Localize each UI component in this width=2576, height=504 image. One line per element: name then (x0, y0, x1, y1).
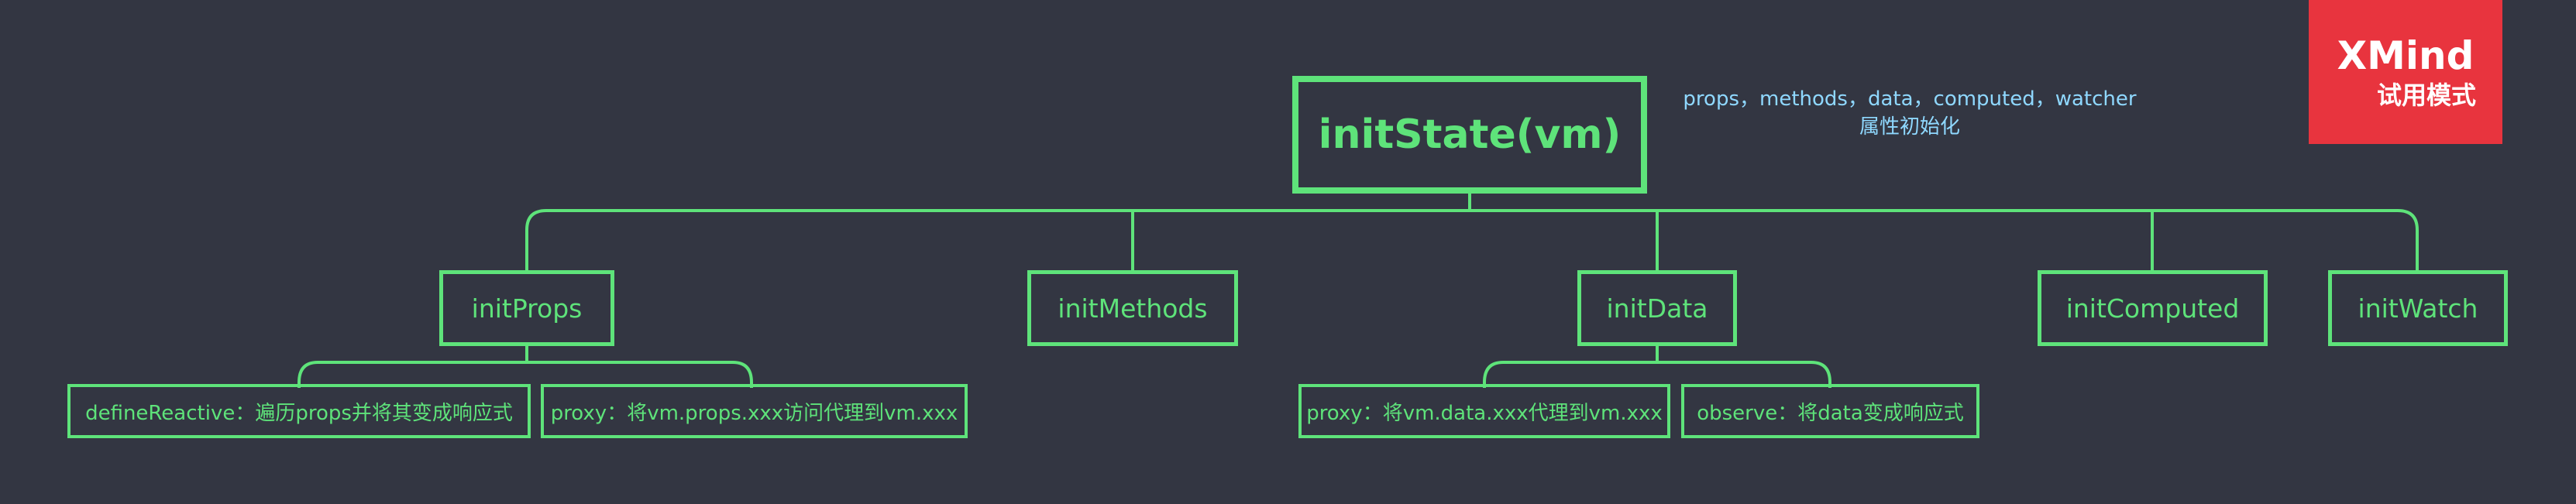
root-node-label: initState(vm) (1318, 111, 1622, 158)
xmind-trial-watermark: XMind 试用模式 (2309, 0, 2502, 144)
branch-node-initcomputed[interactable]: initComputed (2038, 270, 2268, 346)
root-note-line-2: 属性初始化 (1859, 115, 1960, 139)
branch-label: initMethods (1058, 293, 1208, 324)
leaf-label: observe：将data变成响应式 (1697, 401, 1964, 425)
branch-label: initWatch (2358, 293, 2478, 324)
branch-node-initprops[interactable]: initProps (439, 270, 614, 346)
watermark-subtitle: 试用模式 (2376, 81, 2476, 110)
branch-label: initData (1606, 293, 1708, 324)
leaf-label: proxy：将vm.props.xxx访问代理到vm.xxx (550, 401, 958, 425)
leaf-node-observe[interactable]: observe：将data变成响应式 (1681, 384, 1979, 438)
connector-main-bus (525, 209, 2419, 231)
leaf-node-definereactive[interactable]: defineReactive：遍历props并将其变成响应式 (67, 384, 531, 438)
branch-node-initmethods[interactable]: initMethods (1027, 270, 1238, 346)
branch-node-initwatch[interactable]: initWatch (2328, 270, 2508, 346)
branch-label: initProps (471, 293, 583, 324)
leaf-label: defineReactive：遍历props并将其变成响应式 (85, 401, 513, 425)
leaf-node-props-proxy[interactable]: proxy：将vm.props.xxx访问代理到vm.xxx (541, 384, 968, 438)
branch-node-initdata[interactable]: initData (1577, 270, 1737, 346)
root-note-line-1: props，methods，data，computed，watcher (1683, 87, 2137, 111)
root-note: props，methods，data，computed，watcher 属性初始… (1673, 85, 2146, 141)
leaf-node-data-proxy[interactable]: proxy：将vm.data.xxx代理到vm.xxx (1298, 384, 1670, 438)
branch-label: initComputed (2065, 293, 2240, 324)
root-node-initstate[interactable]: initState(vm) (1292, 76, 1647, 194)
watermark-brand: XMind (2337, 33, 2475, 78)
leaf-label: proxy：将vm.data.xxx代理到vm.xxx (1306, 401, 1663, 425)
